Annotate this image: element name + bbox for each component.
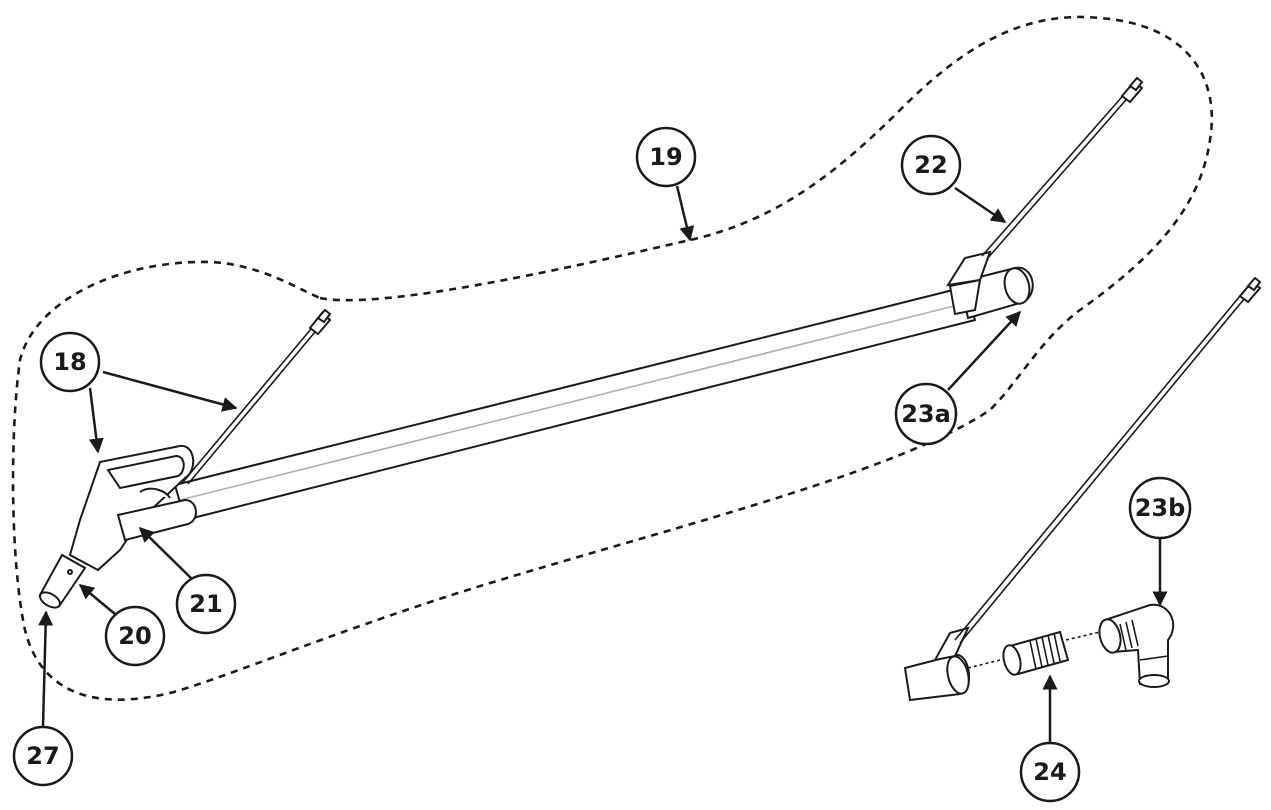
wand-assembly [38, 250, 1034, 609]
callout-27: 27 [12, 725, 74, 787]
svg-text:20: 20 [118, 622, 151, 650]
svg-text:24: 24 [1033, 758, 1066, 786]
callout-24: 24 [1019, 741, 1081, 803]
callout-23b: 23b [1128, 476, 1192, 540]
detail-assembly [903, 276, 1262, 702]
callout-23a: 23a [894, 382, 958, 446]
threaded-connector [1002, 630, 1070, 676]
callout-20: 20 [104, 605, 166, 667]
callout-18: 18 [39, 331, 101, 393]
elbow-fitting [1098, 603, 1175, 688]
svg-text:22: 22 [914, 151, 947, 179]
callout-19: 19 [635, 126, 697, 188]
wand-tube [173, 285, 977, 522]
svg-text:23b: 23b [1135, 494, 1186, 522]
svg-text:21: 21 [189, 590, 222, 618]
handle-cable [182, 308, 332, 485]
top-cable [981, 76, 1144, 260]
svg-text:18: 18 [53, 348, 86, 376]
callout-22: 22 [900, 134, 962, 196]
svg-text:19: 19 [649, 143, 682, 171]
leader-lines [38, 185, 1168, 743]
callout-21: 21 [175, 573, 237, 635]
svg-text:27: 27 [26, 742, 59, 770]
svg-text:23a: 23a [901, 400, 951, 428]
